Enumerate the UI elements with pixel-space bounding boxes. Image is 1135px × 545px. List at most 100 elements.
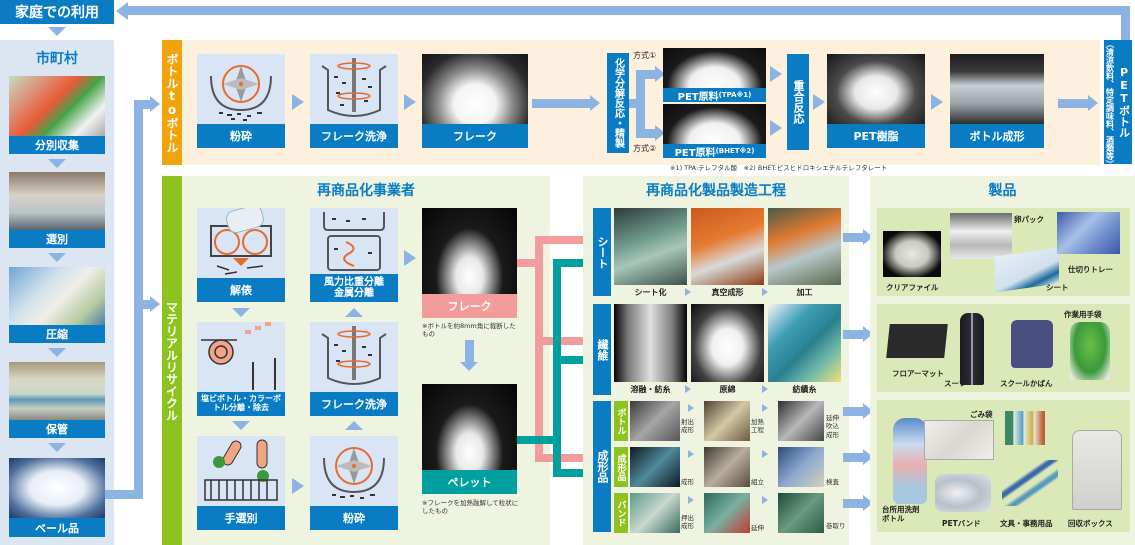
down-arrow [232, 421, 250, 430]
pet-material-bhet-main: PET原料 [674, 147, 716, 159]
work-gloves-photo [1070, 322, 1110, 380]
hand-sort-illustration [197, 436, 285, 506]
product-partition-tray: 仕切りトレー [1068, 265, 1113, 274]
bale-connector-h [105, 490, 143, 499]
pet-material-tpa-sub: (TPA※1) [718, 91, 752, 99]
partition-tray-photo [1057, 212, 1120, 254]
pet-material-bhet-sub: (BHET※2) [715, 147, 755, 155]
home-use-label: 家庭での利用 [0, 0, 114, 24]
air-separation-line-2: 金属分離 [334, 288, 374, 299]
step-arrow [685, 288, 691, 296]
injection-molding-photo [630, 401, 680, 441]
markers-photo [1005, 411, 1045, 445]
garbage-bag-photo [924, 420, 994, 460]
pellet-hand-photo [422, 384, 517, 470]
to-b2b-arrowhead [150, 96, 160, 112]
pet-bottle-sub: （清涼飲料、特定調味料、酒類等） [1105, 40, 1115, 168]
pet-material-bhet-label: PET原料 (BHET※2) [663, 144, 766, 159]
pet-bottle-label: PETボトル （清涼飲料、特定調味料、酒類等） [1104, 40, 1132, 168]
right-arrow [404, 250, 416, 266]
flake-pink-h [517, 259, 539, 267]
pet-resin-photo [827, 54, 925, 124]
pellet-teal-h [517, 436, 557, 444]
manufacturing-title: 再商品化製品製造工程 [646, 183, 786, 199]
step-arrow [685, 385, 691, 393]
flake-to-pellet-line [465, 340, 474, 364]
step-arrow [688, 404, 694, 412]
molded-step-3: 検査 [826, 478, 839, 486]
down-arrow [48, 348, 66, 357]
heating-process-photo [704, 401, 750, 441]
sorting-workers-photo [9, 172, 105, 230]
to-molded-products-line-3 [843, 499, 865, 508]
pvc-separation-label: 塩ビボトル・カラーボトル分離・除去 [197, 392, 285, 416]
band-step-1: 押出成形 [681, 514, 694, 531]
to-chemical-line [532, 99, 592, 108]
step-bale-label: ベール品 [9, 518, 105, 537]
fiber-step-2: 原綿 [719, 385, 736, 394]
pet-bottles-photo [950, 54, 1044, 124]
step-storage-label: 保管 [9, 420, 105, 438]
right-arrow [770, 66, 782, 82]
bottle-forming-label: ボトル成形 [950, 124, 1044, 148]
molded-category-label: 成形品 [593, 401, 611, 532]
unbale-illustration [197, 205, 285, 278]
method-2-tag: 方式② [633, 144, 657, 153]
b2b-flake-wash-label: フレーク洗浄 [310, 124, 398, 148]
sheet-step-2: 真空成形 [711, 288, 744, 297]
bale-connector-v [134, 100, 143, 499]
to-pet-bottle-line [1058, 99, 1090, 108]
teal-to-sheet [553, 259, 585, 267]
flake-hand-photo [422, 208, 517, 294]
chemical-decomposition-label: 化学分解反応・精製 [607, 53, 629, 153]
storage-pallets-photo [9, 362, 105, 420]
collection-box-photo [1072, 430, 1122, 510]
municipality-title: 市町村 [36, 51, 78, 67]
to-molded-products-line-1 [843, 407, 865, 416]
step-arrow [762, 385, 768, 393]
material-recycle-side-label: マテリアルリサイクル [162, 176, 182, 545]
product-clear-file: クリアファイル [886, 283, 939, 292]
to-chemical-arrowhead [590, 95, 600, 111]
step-compression-label: 圧縮 [9, 325, 105, 343]
product-pet-band: PETバンド [942, 519, 981, 528]
product-garbage-bag: ごみ袋 [970, 410, 993, 419]
product-stationery: 文具・事務用品 [1000, 519, 1053, 528]
pet-bottle-main: PETボトル [1117, 66, 1131, 138]
return-arrow-head [116, 2, 128, 20]
to-mr-line [143, 300, 153, 309]
egg-pack-photo [950, 213, 1012, 259]
molded-band-sublabel: バンド [614, 493, 628, 533]
bottle-step-3: 延伸吹込成形 [826, 414, 839, 439]
bottle-step-2: 加熱工程 [751, 418, 764, 435]
molded-step-2: 組立 [751, 478, 764, 486]
extrusion-photo [630, 493, 680, 533]
step-arrow [762, 450, 768, 458]
branch-top-arrowhead [655, 66, 665, 82]
sheet-step-1: シート化 [634, 288, 667, 297]
flake-pile-photo [422, 54, 528, 124]
stretching-photo [704, 493, 750, 533]
right-arrow [292, 478, 304, 494]
up-arrow [345, 308, 363, 317]
suit-photo [960, 313, 984, 385]
processing-photo [768, 208, 841, 285]
product-collection-box: 回収ボックス [1068, 519, 1113, 528]
mr-crush-label: 粉砕 [310, 506, 398, 530]
bale-product-photo [9, 458, 105, 518]
b2b-flake-label: フレーク [422, 124, 528, 148]
product-work-gloves: 作業用手袋 [1064, 310, 1102, 319]
air-separation-line-1: 風力比重分離 [324, 276, 384, 288]
compressed-bales-photo [9, 267, 105, 325]
step-collection-label: 分別収集 [9, 136, 105, 154]
return-arrow-riser [1121, 6, 1130, 40]
down-arrow [48, 159, 66, 168]
hand-sort-label: 手選別 [197, 506, 285, 530]
molded-step-1: 成形 [681, 478, 694, 486]
branch-bottom-arrowhead [655, 125, 665, 141]
down-arrow [48, 443, 66, 452]
spun-yarn-photo [768, 304, 841, 382]
pink-to-sheet [535, 236, 585, 244]
to-mr-arrowhead [150, 296, 160, 312]
band-step-2: 延伸 [751, 524, 764, 532]
